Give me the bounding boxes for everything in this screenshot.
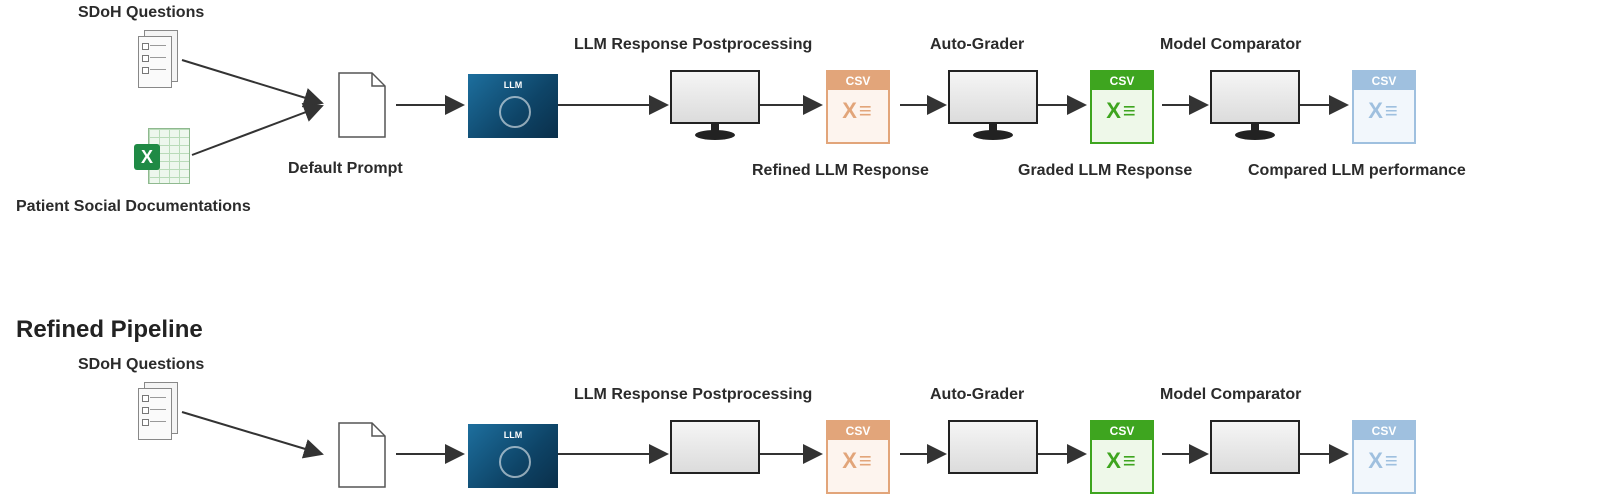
csv-file-icon: CSV X≡ [1090, 70, 1154, 144]
csv-file-icon: CSV X≡ [1090, 420, 1154, 494]
refined-pipeline-heading: Refined Pipeline [16, 316, 203, 343]
blank-document-icon [338, 422, 386, 488]
pipeline-arrows [181, 411, 1349, 464]
questionnaire-doc-icon [138, 382, 178, 440]
monitor-icon [670, 420, 760, 492]
questionnaire-doc-icon [138, 30, 178, 88]
monitor-icon [1210, 420, 1300, 492]
default-pipeline: SDoH Questions X Patient Social Document… [0, 0, 1600, 230]
graded-llm-response-label: Graded LLM Response [1018, 162, 1193, 179]
refined-llm-response-label: Refined LLM Response [752, 162, 929, 179]
pipeline-arrows [181, 59, 1349, 156]
auto-grader-label: Auto-Grader [930, 36, 1025, 53]
compared-llm-performance-label: Compared LLM performance [1248, 162, 1466, 179]
csv-file-icon: CSV X≡ [826, 420, 890, 494]
csv-file-icon: CSV X≡ [826, 70, 890, 144]
csv-file-icon: CSV X≡ [1352, 70, 1416, 144]
blank-document-icon [338, 72, 386, 138]
monitor-icon [1210, 70, 1300, 142]
sdoh-questions-label: SDoH Questions [78, 356, 205, 373]
model-comparator-label: Model Comparator [1160, 386, 1302, 403]
patient-social-docs-label: Patient Social Documentations [16, 198, 251, 215]
default-prompt-label: Default Prompt [288, 160, 403, 177]
llm-response-postprocessing-label: LLM Response Postprocessing [574, 386, 813, 403]
llm-response-postprocessing-label: LLM Response Postprocessing [574, 36, 813, 53]
llm-brain-icon: LLM [468, 74, 558, 138]
monitor-icon [948, 70, 1038, 142]
monitor-icon [948, 420, 1038, 492]
llm-brain-icon: LLM [468, 424, 558, 488]
auto-grader-label: Auto-Grader [930, 386, 1025, 403]
monitor-icon [670, 70, 760, 142]
csv-file-icon: CSV X≡ [1352, 420, 1416, 494]
refined-pipeline: SDoH Questions LLM LLM Response Postproc… [0, 350, 1600, 494]
model-comparator-label: Model Comparator [1160, 36, 1302, 53]
sdoh-questions-label: SDoH Questions [78, 4, 205, 21]
excel-spreadsheet-icon: X [134, 128, 190, 184]
